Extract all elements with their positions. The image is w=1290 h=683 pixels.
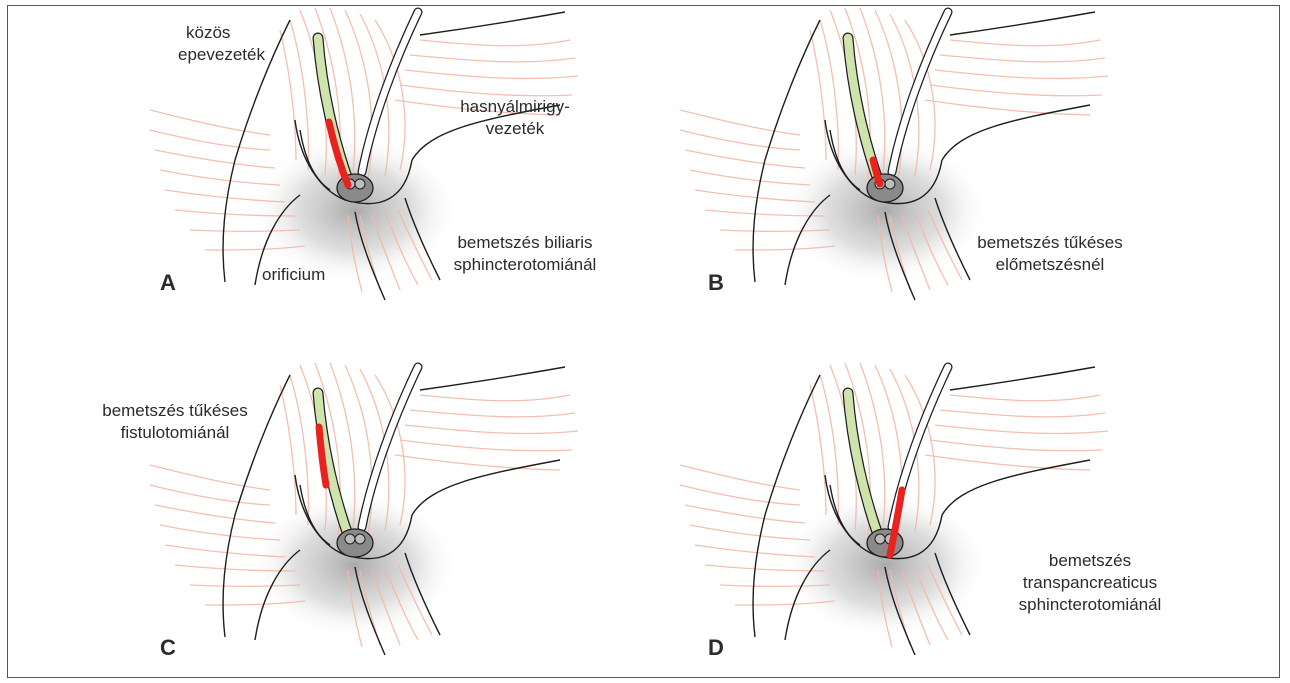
label-incision-c: bemetszés tűkéses fistulotomiánál [100,400,250,444]
label-incision-b-line2: előmetszésnél [970,254,1130,276]
label-incision-c-line1: bemetszés tűkéses [100,400,250,422]
label-incision-d-line1: bemetszés [1010,550,1170,572]
panel-letter-d: D [708,637,724,659]
label-bile-duct: közös epevezeték [178,22,265,66]
label-incision-b-line1: bemetszés tűkéses [970,232,1130,254]
label-pancreatic-duct: hasnyálmirigy- vezeték [450,96,580,140]
label-bile-duct-line1: közös [178,22,265,44]
label-incision-d-line3: sphincterotomiánál [1010,594,1170,616]
label-bile-duct-line2: epevezeték [178,44,265,66]
panel-letter-b: B [708,272,724,294]
label-incision-b: bemetszés tűkéses előmetszésnél [970,232,1130,276]
label-incision-d-line2: transpancreaticus [1010,572,1170,594]
label-pancreatic-line2: vezeték [450,118,580,140]
label-pancreatic-line1: hasnyálmirigy- [450,96,580,118]
label-incision-d: bemetszés transpancreaticus sphincteroto… [1010,550,1170,616]
label-incision-c-line2: fistulotomiánál [100,422,250,444]
panel-letter-a: A [160,272,176,294]
label-incision-a-line1: bemetszés biliaris [440,232,610,254]
panel-letter-c: C [160,637,176,659]
label-orifice: orificium [262,264,325,286]
label-incision-a-line2: sphincterotomiánál [440,254,610,276]
label-incision-a: bemetszés biliaris sphincterotomiánál [440,232,610,276]
